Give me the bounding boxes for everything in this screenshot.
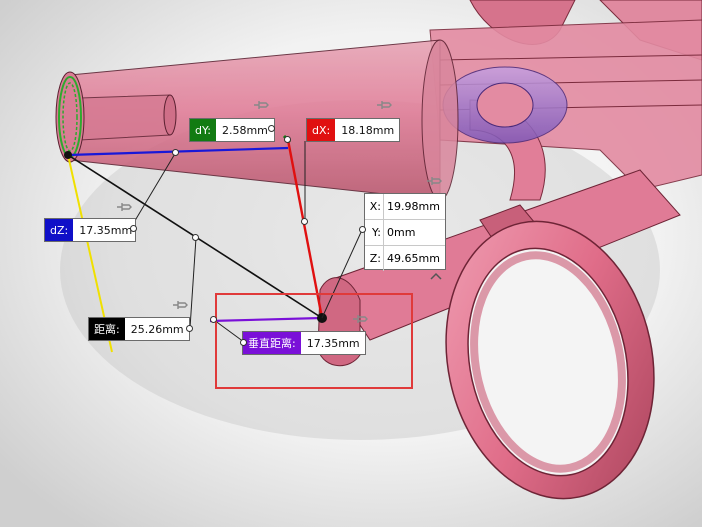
dx-line xyxy=(286,139,324,319)
dz-value: 17.35mm xyxy=(73,219,136,241)
dz-tag: dZ: xyxy=(45,219,74,241)
point-coordinates-box[interactable]: X: 19.98mm Y: 0mm Z: 49.65mm xyxy=(364,193,446,271)
coord-x-label: X: xyxy=(369,200,381,213)
coord-row-x: X: 19.98mm xyxy=(365,194,445,220)
coord-y-label: Y: xyxy=(372,226,381,239)
coord-row-z: Z: 49.65mm xyxy=(365,246,445,271)
ring-opening xyxy=(467,247,629,477)
distance-value: 25.26mm xyxy=(124,318,189,340)
distance-tag: 距离: xyxy=(89,318,125,340)
grip-handle[interactable] xyxy=(268,125,275,132)
grip-handle[interactable] xyxy=(240,339,247,346)
collapse-arrow-icon[interactable] xyxy=(430,272,442,280)
normal-distance-tag: 垂直距离: xyxy=(243,332,301,354)
pin-icon[interactable] xyxy=(172,298,188,312)
measure-point-a[interactable] xyxy=(64,151,72,159)
pin-icon[interactable] xyxy=(253,98,269,112)
grip-handle[interactable] xyxy=(172,149,179,156)
pin-icon[interactable] xyxy=(352,312,368,326)
callout-dx[interactable]: dX: 18.18mm xyxy=(306,118,401,142)
callout-distance[interactable]: 距离: 25.26mm xyxy=(88,317,190,341)
inner-bore xyxy=(79,94,171,141)
pin-icon[interactable] xyxy=(426,174,442,188)
grip-handle[interactable] xyxy=(130,225,137,232)
coord-row-y: Y: 0mm xyxy=(365,220,445,246)
washer-hole xyxy=(476,82,534,128)
coord-z-value: 49.65mm xyxy=(383,246,445,271)
normal-distance-line xyxy=(209,316,323,323)
callout-dz[interactable]: dZ: 17.35mm xyxy=(44,218,137,242)
grip-handle[interactable] xyxy=(186,325,193,332)
grip-handle[interactable] xyxy=(284,136,291,143)
normal-distance-value: 17.35mm xyxy=(300,332,365,354)
dy-value: 2.58mm xyxy=(215,119,274,141)
dx-tag: dX: xyxy=(307,119,336,141)
callout-dy[interactable]: dY: 2.58mm xyxy=(189,118,275,142)
dy-tag: dY: xyxy=(190,119,216,141)
grip-handle[interactable] xyxy=(192,234,199,241)
pin-icon[interactable] xyxy=(116,200,132,214)
grip-handle[interactable] xyxy=(301,218,308,225)
cylinder-end-face xyxy=(55,71,85,163)
grip-handle[interactable] xyxy=(210,316,217,323)
coord-x-value: 19.98mm xyxy=(383,194,445,219)
highlight-box xyxy=(215,293,413,389)
pin-icon[interactable] xyxy=(376,98,392,112)
callout-normal-distance[interactable]: 垂直距离: 17.35mm xyxy=(242,331,366,355)
dx-value: 18.18mm xyxy=(335,119,400,141)
coord-y-value: 0mm xyxy=(383,220,445,245)
coord-z-label: Z: xyxy=(369,252,381,265)
grip-handle[interactable] xyxy=(359,226,366,233)
